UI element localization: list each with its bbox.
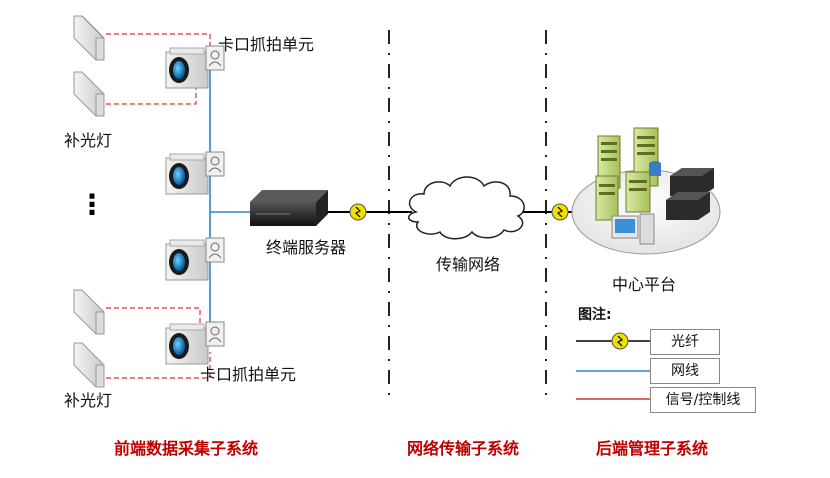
checkpoint-unit-label-bottom: 卡口抓拍单元	[200, 365, 297, 384]
network-cable-backbone	[209, 60, 255, 340]
legend-signal-box: 信号/控制线	[650, 387, 756, 413]
ellipsis-icon: ⋮	[78, 188, 106, 221]
fill-light-icon	[73, 71, 105, 117]
center-platform-label: 中心平台	[612, 275, 677, 294]
fill-light-icon	[73, 342, 105, 388]
legend-network-label: 网线	[671, 363, 699, 379]
cloud-icon	[408, 176, 525, 240]
camera-icon	[165, 151, 225, 195]
transmission-network-label: 传输网络	[436, 255, 501, 274]
checkpoint-unit-label-top: 卡口抓拍单元	[218, 35, 315, 54]
data-center-icon	[571, 127, 721, 255]
fill-light-icon	[73, 15, 105, 61]
network-subsystem-label: 网络传输子系统	[407, 439, 520, 458]
back-end-subsystem-label: 后端管理子系统	[596, 439, 709, 458]
fiber-coupler-icon	[551, 203, 569, 221]
camera-icon	[165, 237, 225, 281]
fill-light-icon	[73, 289, 105, 335]
fill-light-label-top: 补光灯	[64, 131, 113, 150]
legend-signal-label: 信号/控制线	[665, 392, 741, 408]
legend-title: 图注:	[578, 307, 612, 323]
fill-light-label-bottom: 补光灯	[64, 391, 113, 410]
legend-network-box: 网线	[650, 358, 720, 384]
fiber-coupler-icon	[349, 203, 367, 221]
legend-fiber-label: 光纤	[671, 334, 699, 350]
camera-icon	[165, 45, 225, 89]
camera-icon	[165, 321, 225, 365]
terminal-server-label: 终端服务器	[266, 238, 347, 257]
legend-fiber-sample	[576, 332, 650, 350]
front-end-subsystem-label: 前端数据采集子系统	[114, 439, 259, 458]
legend-fiber-box: 光纤	[650, 329, 720, 355]
server-icon	[250, 190, 328, 226]
